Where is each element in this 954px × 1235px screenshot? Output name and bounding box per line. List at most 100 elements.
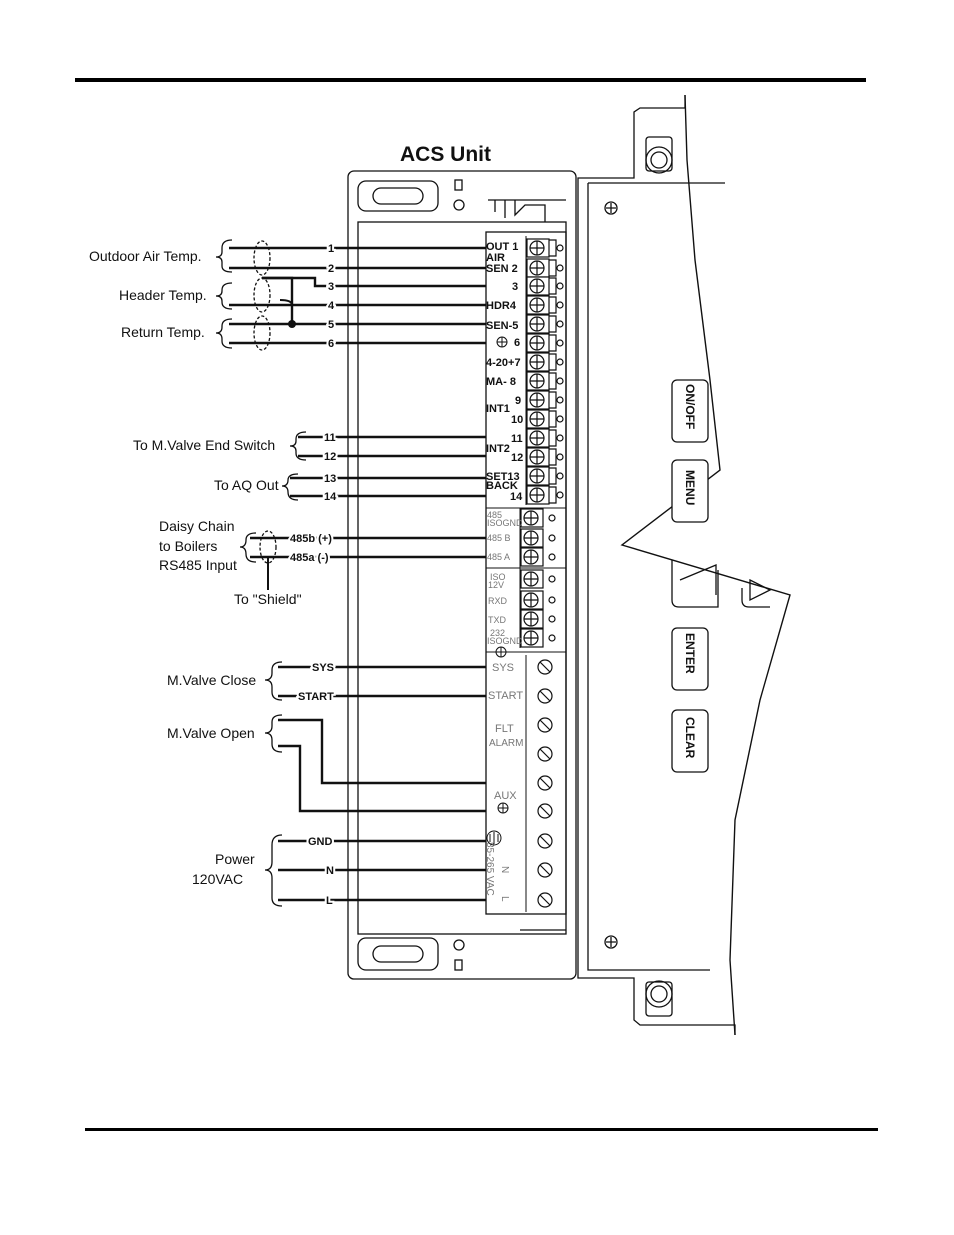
label-outdoor-air: Outdoor Air Temp. bbox=[89, 248, 202, 264]
term-start: START bbox=[488, 690, 523, 702]
terminal-screw bbox=[526, 276, 564, 296]
label-daisy-1: Daisy Chain bbox=[159, 518, 234, 534]
terminal-labels: OUT 1 AIR SEN 2 3 HDR4 SEN-5 6 4-20+7 MA… bbox=[484, 241, 523, 902]
label-power: Power bbox=[215, 851, 255, 867]
terminal-screw bbox=[526, 371, 564, 391]
label-return-temp: Return Temp. bbox=[121, 324, 205, 340]
wire-13: 13 bbox=[324, 473, 336, 485]
terminal-screw bbox=[537, 892, 553, 908]
arrow-buttons[interactable] bbox=[671, 560, 772, 608]
wire-3: 3 bbox=[328, 281, 334, 293]
term-9: 9 bbox=[515, 395, 521, 407]
label-shield: To "Shield" bbox=[234, 591, 302, 607]
terminal-screw bbox=[520, 590, 556, 610]
term-alarm: ALARM bbox=[489, 738, 523, 749]
terminal-screw bbox=[537, 717, 553, 733]
onoff-button[interactable]: ON/OFF bbox=[671, 379, 709, 443]
term-back: BACK bbox=[486, 480, 518, 492]
wire-6: 6 bbox=[328, 338, 334, 350]
upper-terminal-block bbox=[486, 236, 566, 912]
controller-cover bbox=[577, 94, 791, 1036]
wire-14: 14 bbox=[324, 491, 337, 503]
term-flt: FLT bbox=[495, 723, 514, 735]
enter-button[interactable]: ENTER bbox=[671, 627, 709, 691]
term-ma8: MA- 8 bbox=[486, 376, 516, 388]
terminal-screw bbox=[526, 409, 564, 429]
terminal-screw bbox=[537, 833, 553, 849]
term-int1: INT1 bbox=[486, 403, 510, 415]
term-l: L bbox=[499, 896, 510, 902]
term-int2: INT2 bbox=[486, 443, 510, 455]
term-iso: ISO bbox=[490, 572, 506, 582]
onoff-button-label: ON/OFF bbox=[683, 384, 697, 429]
diagram-title: ACS Unit bbox=[400, 143, 491, 166]
menu-button[interactable]: MENU bbox=[671, 459, 709, 523]
shield-ellipses bbox=[253, 240, 277, 564]
terminal-screw bbox=[520, 569, 556, 589]
bottom-rule bbox=[85, 1128, 878, 1131]
term-rxd: RXD bbox=[488, 596, 508, 606]
terminal-screw bbox=[526, 352, 564, 372]
terminal-screw bbox=[526, 314, 564, 334]
term-12: 12 bbox=[511, 452, 523, 464]
term-232: 232 bbox=[490, 628, 505, 638]
label-mvalve-end: To M.Valve End Switch bbox=[133, 437, 275, 453]
group-labels: Outdoor Air Temp. Header Temp. Return Te… bbox=[89, 248, 302, 887]
label-aq-out: To AQ Out bbox=[214, 477, 279, 493]
terminal-screw bbox=[537, 803, 553, 819]
shield-junction-dot bbox=[288, 320, 296, 328]
terminal-screw bbox=[526, 447, 564, 467]
terminal-screw bbox=[526, 466, 564, 486]
term-sys: SYS bbox=[492, 662, 514, 674]
term-air: AIR bbox=[486, 252, 505, 264]
terminal-screw bbox=[526, 390, 564, 410]
term-6: 6 bbox=[514, 337, 520, 349]
label-daisy-3: RS485 Input bbox=[159, 557, 237, 573]
wire-2: 2 bbox=[328, 263, 334, 275]
wire-5: 5 bbox=[328, 319, 334, 331]
term-txd: TXD bbox=[488, 615, 507, 625]
term-vac: 85-265 VAC bbox=[484, 842, 495, 896]
term-sen2: SEN 2 bbox=[486, 263, 518, 275]
term-n: N bbox=[499, 866, 510, 873]
terminal-screw bbox=[537, 746, 553, 762]
wire-sys: SYS bbox=[312, 662, 334, 674]
label-mvalve-open: M.Valve Open bbox=[167, 725, 255, 741]
label-daisy-2: to Boilers bbox=[159, 538, 217, 554]
term-485gnd-2: ISOGND bbox=[487, 518, 523, 528]
term-out1: OUT 1 bbox=[486, 241, 518, 253]
terminal-dividers bbox=[486, 236, 566, 912]
terminal-screw bbox=[537, 659, 553, 675]
wire-4: 4 bbox=[328, 300, 335, 312]
wire-1: 1 bbox=[328, 243, 334, 255]
term-7: 4-20+7 bbox=[486, 357, 521, 369]
clear-button[interactable]: CLEAR bbox=[671, 709, 709, 773]
terminal-screw bbox=[537, 688, 553, 704]
term-aux: AUX bbox=[494, 790, 517, 802]
ground-symbols bbox=[486, 336, 509, 846]
acs-housing bbox=[347, 170, 577, 980]
terminal-screw bbox=[526, 485, 564, 505]
term-485a: 485 A bbox=[487, 552, 510, 562]
terminal-screw bbox=[526, 428, 564, 448]
wire-485a: 485a (-) bbox=[290, 552, 329, 564]
label-mvalve-close: M.Valve Close bbox=[167, 672, 256, 688]
earth-ground-icon bbox=[486, 830, 502, 846]
terminal-screw bbox=[526, 333, 564, 353]
wire-l: L bbox=[326, 895, 333, 907]
term-sen5: SEN-5 bbox=[486, 320, 518, 332]
term-set13: SET13 bbox=[486, 471, 520, 483]
term-485gnd: 485 bbox=[487, 510, 502, 520]
wire-n: N bbox=[326, 865, 334, 877]
terminal-screw bbox=[520, 528, 556, 548]
top-rule bbox=[75, 78, 866, 82]
wire-labels: 1 2 3 4 5 6 11 12 13 14 485b (+) 485a (-… bbox=[288, 241, 339, 909]
term-10: 10 bbox=[511, 414, 523, 426]
right-arrow-icon bbox=[749, 578, 772, 602]
term-11: 11 bbox=[511, 433, 523, 445]
term-12v: 12V bbox=[488, 580, 504, 590]
term-hdr4: HDR4 bbox=[486, 300, 517, 312]
terminal-screw bbox=[526, 295, 564, 315]
terminal-screw bbox=[520, 547, 556, 567]
wire-12: 12 bbox=[324, 451, 336, 463]
